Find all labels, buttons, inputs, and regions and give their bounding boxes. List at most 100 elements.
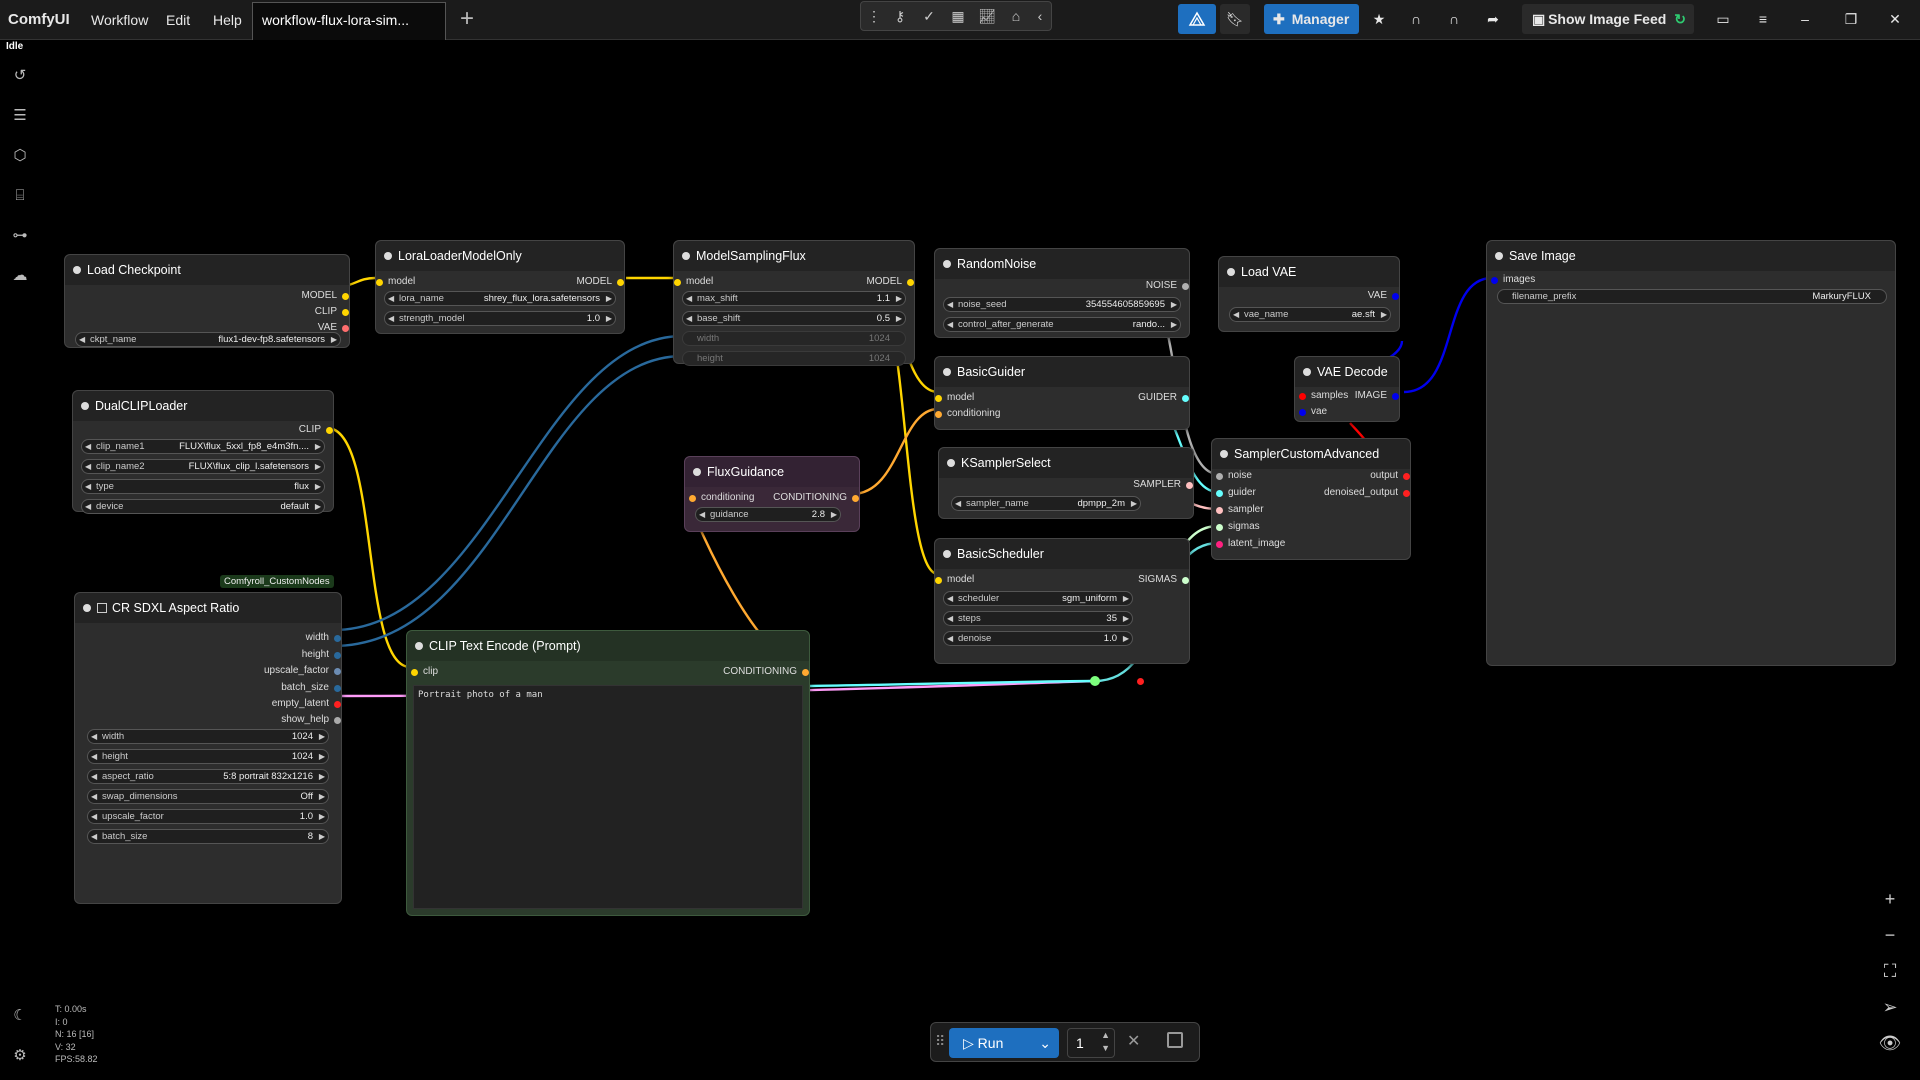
- output-batch-size[interactable]: batch_size: [281, 681, 341, 695]
- node-basic-scheduler[interactable]: BasicScheduler model SIGMAS schedulersgm…: [934, 538, 1190, 664]
- manager-button[interactable]: ✚ Manager: [1264, 4, 1359, 34]
- widget-control-after-generate[interactable]: control_after_generaterando...: [943, 317, 1181, 332]
- restore-icon[interactable]: ❐: [1844, 11, 1858, 27]
- close-window-icon[interactable]: ✕: [1889, 11, 1901, 27]
- output-model[interactable]: MODEL: [576, 275, 624, 289]
- input-images[interactable]: images: [1491, 273, 1535, 287]
- stop-icon[interactable]: [1167, 1032, 1183, 1048]
- chart-icon[interactable]: 📈︎: [978, 8, 996, 24]
- node-dual-clip-loader[interactable]: DualCLIPLoader CLIP clip_name1FLUX\flux_…: [72, 390, 334, 514]
- star-icon[interactable]: ★: [1372, 11, 1386, 27]
- output-model[interactable]: MODEL: [301, 289, 349, 303]
- comfy-logo-button[interactable]: [1178, 4, 1216, 34]
- output-model[interactable]: MODEL: [866, 275, 914, 289]
- input-clip[interactable]: clip: [411, 665, 438, 679]
- input-model[interactable]: model: [674, 275, 713, 289]
- input-model[interactable]: model: [935, 391, 974, 405]
- queue-icon[interactable]: ☰: [13, 107, 27, 124]
- input-sigmas[interactable]: sigmas: [1216, 520, 1260, 534]
- github-icon[interactable]: ⌂: [1011, 8, 1021, 24]
- stepper-icon[interactable]: ▲▼: [1101, 1030, 1110, 1053]
- chevron-left-icon[interactable]: ‹: [1037, 8, 1043, 24]
- output-vae[interactable]: VAE: [318, 321, 349, 335]
- node-basic-guider[interactable]: BasicGuider model conditioning GUIDER: [934, 356, 1190, 430]
- output-upscale-factor[interactable]: upscale_factor: [264, 664, 341, 678]
- table-icon[interactable]: ▦: [951, 8, 965, 24]
- zoom-in-icon[interactable]: +: [1884, 889, 1896, 909]
- cancel-icon[interactable]: ✕: [1127, 1033, 1141, 1050]
- show-image-feed-button[interactable]: ▣ Show Image Feed ↻: [1522, 4, 1694, 34]
- folder-icon[interactable]: ⌸: [15, 187, 25, 204]
- output-conditioning[interactable]: CONDITIONING: [723, 665, 809, 679]
- output-guider[interactable]: GUIDER: [1138, 391, 1189, 405]
- input-latent-image[interactable]: latent_image: [1216, 537, 1285, 551]
- reroute-latent-out[interactable]: [1137, 678, 1144, 685]
- toggle-links-eye-icon[interactable]: 👁︎: [1878, 1033, 1902, 1053]
- reroute-latent[interactable]: [1090, 676, 1100, 686]
- node-load-checkpoint[interactable]: Load Checkpoint MODEL CLIP VAE ckpt_name…: [64, 254, 350, 348]
- more-vert-icon[interactable]: ⋮: [867, 8, 881, 24]
- input-vae[interactable]: vae: [1299, 405, 1327, 419]
- output-noise[interactable]: NOISE: [1146, 279, 1189, 293]
- output-output[interactable]: output: [1370, 469, 1410, 483]
- check-circle-icon[interactable]: ✓: [923, 8, 935, 24]
- bypass-checkbox[interactable]: [97, 603, 107, 613]
- menu-workflow[interactable]: Workflow: [91, 12, 149, 28]
- snake-alt-icon[interactable]: ∩: [1448, 11, 1460, 27]
- chevron-down-icon[interactable]: ⌄: [1039, 1035, 1051, 1051]
- menu-edit[interactable]: Edit: [166, 12, 191, 28]
- output-sampler[interactable]: SAMPLER: [1133, 478, 1193, 492]
- widget-clip-name1[interactable]: clip_name1FLUX\flux_5xxl_fp8_e4m3fn....: [81, 439, 325, 454]
- workflow-tab[interactable]: workflow-flux-lora-sim...: [252, 2, 446, 40]
- hamburger-menu-icon[interactable]: ≡: [1758, 11, 1768, 27]
- zoom-out-icon[interactable]: −: [1884, 925, 1896, 945]
- cloud-upload-icon[interactable]: ☁: [12, 267, 28, 284]
- workflows-icon[interactable]: ⊶: [12, 227, 28, 244]
- node-library-icon[interactable]: ⬡: [13, 147, 27, 164]
- input-model[interactable]: model: [935, 573, 974, 587]
- output-show-help[interactable]: show_help: [281, 713, 341, 727]
- node-ksampler-select[interactable]: KSamplerSelect SAMPLER sampler_namedpmpp…: [938, 447, 1194, 519]
- input-samples[interactable]: samples: [1299, 389, 1348, 403]
- node-random-noise[interactable]: RandomNoise NOISE noise_seed354554605859…: [934, 248, 1190, 338]
- output-vae[interactable]: VAE: [1368, 289, 1399, 303]
- node-clip-text-encode[interactable]: CLIP Text Encode (Prompt) clip CONDITION…: [406, 630, 810, 916]
- menu-help[interactable]: Help: [213, 12, 242, 28]
- output-empty-latent[interactable]: empty_latent: [272, 697, 341, 711]
- select-cursor-icon[interactable]: ➢: [1882, 997, 1898, 1017]
- input-guider[interactable]: guider: [1216, 486, 1256, 500]
- output-denoised[interactable]: denoised_output: [1324, 486, 1410, 500]
- prompt-textarea[interactable]: Portrait photo of a man: [413, 685, 803, 909]
- share-icon[interactable]: ➦: [1487, 11, 1499, 27]
- node-sampler-custom-advanced[interactable]: SamplerCustomAdvanced noise guider sampl…: [1211, 438, 1411, 560]
- run-button[interactable]: ▷ Run ⌄: [949, 1028, 1059, 1058]
- output-clip[interactable]: CLIP: [315, 305, 349, 319]
- drag-handle-icon[interactable]: ⠿: [935, 1033, 946, 1049]
- input-conditioning[interactable]: conditioning: [935, 407, 1000, 421]
- theme-toggle-icon[interactable]: ☾: [13, 1007, 27, 1024]
- panel-icon[interactable]: ▭: [1716, 11, 1730, 27]
- settings-gear-icon[interactable]: ⚙: [13, 1047, 27, 1064]
- input-model[interactable]: model: [376, 275, 415, 289]
- output-image[interactable]: IMAGE: [1355, 389, 1399, 403]
